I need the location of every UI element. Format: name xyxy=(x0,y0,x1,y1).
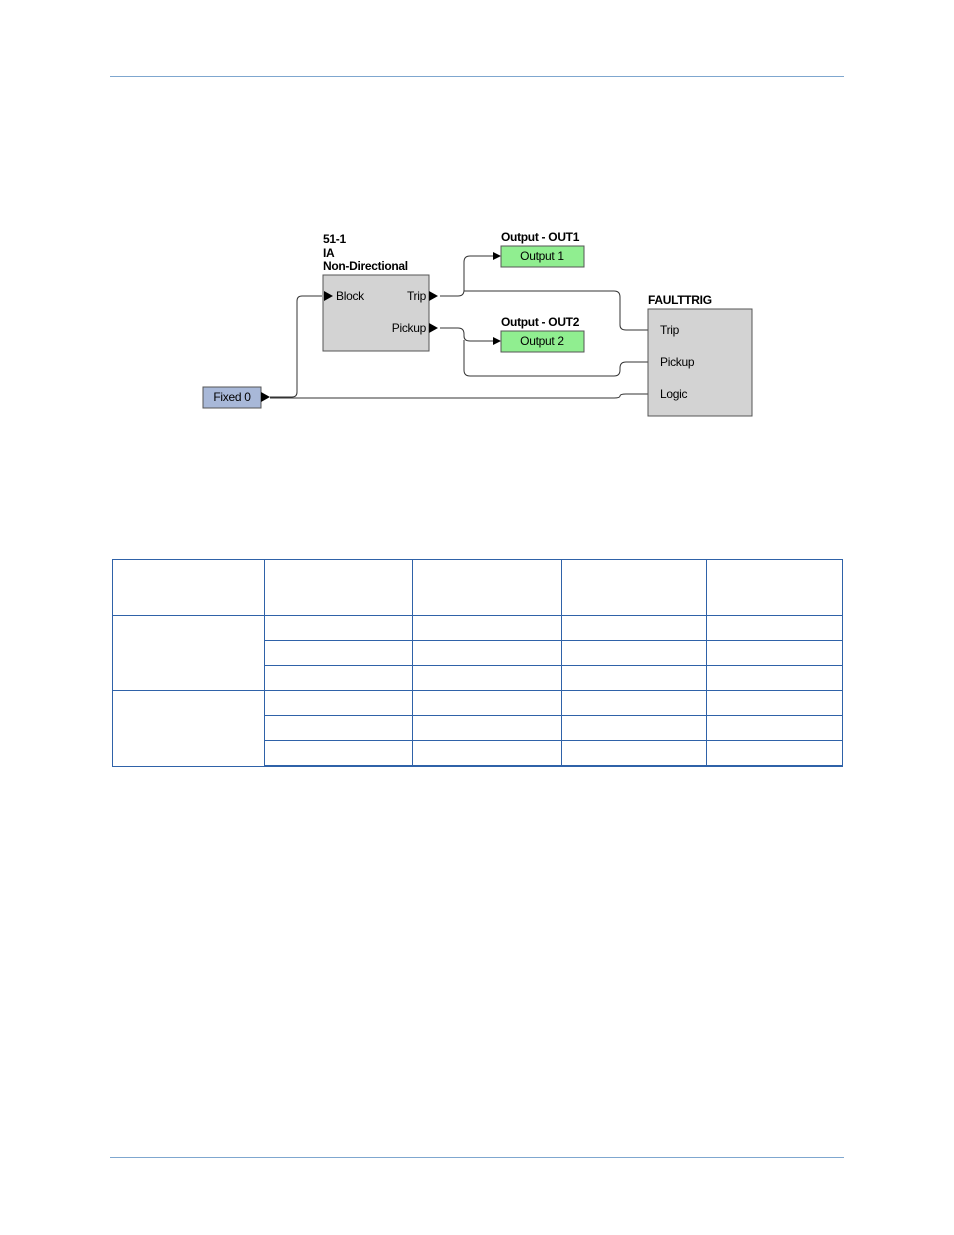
table-row xyxy=(113,715,843,741)
fixed-output-arrow-icon xyxy=(261,392,270,402)
block-51-title-line1: 51-1 xyxy=(323,232,346,246)
table-row xyxy=(113,665,843,691)
table-cell xyxy=(412,615,562,641)
header-rule xyxy=(110,76,844,77)
table-cell xyxy=(561,615,707,641)
table-cell xyxy=(264,715,413,741)
table-cell xyxy=(412,690,562,716)
table-cell xyxy=(706,665,843,691)
table-cell xyxy=(412,665,562,691)
faulttrig-input-logic: Logic xyxy=(660,387,687,401)
block-51-1[interactable]: 51-1 IA Non-Directional Block Trip Picku… xyxy=(322,232,438,352)
table-cell xyxy=(561,740,707,767)
table-cell xyxy=(706,740,843,767)
settings-table xyxy=(112,559,843,767)
output-out1-label: Output 1 xyxy=(520,249,564,263)
output-out2-title: Output - OUT2 xyxy=(501,315,580,329)
fixed-0-block[interactable]: Fixed 0 xyxy=(202,386,270,409)
wire-trip-to-out1 xyxy=(440,252,501,297)
output-out2-block[interactable]: Output - OUT2 Output 2 xyxy=(500,315,585,353)
table-row xyxy=(112,615,843,691)
block-51-title-line2: IA xyxy=(323,246,335,260)
wire-trip-to-faulttrig xyxy=(464,290,657,334)
table-cell xyxy=(706,690,843,716)
table-header-cell xyxy=(264,559,413,616)
table-row xyxy=(112,690,843,767)
faulttrig-input-trip: Trip xyxy=(660,323,680,337)
fixed-0-label: Fixed 0 xyxy=(213,390,251,404)
table-cell xyxy=(561,715,707,741)
block-51-output-trip: Trip xyxy=(407,289,427,303)
table-group-cell xyxy=(112,615,265,691)
table-group-cell xyxy=(112,690,265,767)
footer-rule xyxy=(110,1157,844,1158)
table-cell xyxy=(561,690,707,716)
table-cell xyxy=(412,740,562,767)
table-cell xyxy=(706,640,843,666)
wire-fixed-to-faulttrig-logic xyxy=(270,390,657,399)
faulttrig-input-pickup: Pickup xyxy=(660,355,695,369)
wire-pickup-to-out2 xyxy=(440,327,501,345)
table-cell xyxy=(264,690,413,716)
table-cell xyxy=(412,715,562,741)
trip-output-arrow-icon xyxy=(429,291,438,301)
table-cell xyxy=(264,665,413,691)
pickup-output-arrow-icon xyxy=(429,323,438,333)
wire-fixed-to-block xyxy=(270,295,322,398)
block-input-arrow-icon xyxy=(324,291,333,301)
table-header-row xyxy=(112,559,843,616)
table-cell xyxy=(264,740,413,767)
table-header-cell xyxy=(112,559,265,616)
logic-diagram: 51-1 IA Non-Directional Block Trip Picku… xyxy=(202,230,753,417)
faulttrig-title: FAULTTRIG xyxy=(648,293,712,307)
table-cell xyxy=(706,615,843,641)
table-cell xyxy=(264,615,413,641)
block-51-input-block: Block xyxy=(336,289,365,303)
table-cell xyxy=(561,640,707,666)
block-51-title-line3: Non-Directional xyxy=(323,259,408,273)
faulttrig-block[interactable]: FAULTTRIG Trip Pickup Logic xyxy=(647,293,753,417)
table-cell xyxy=(412,640,562,666)
table-header-cell xyxy=(706,559,843,616)
table-cell xyxy=(706,715,843,741)
block-51-output-pickup: Pickup xyxy=(392,321,427,335)
output-out2-label: Output 2 xyxy=(520,334,564,348)
table-header-cell xyxy=(561,559,707,616)
table-cell xyxy=(264,640,413,666)
output-out1-title: Output - OUT1 xyxy=(501,230,580,244)
table-cell xyxy=(561,665,707,691)
table-header-cell xyxy=(412,559,562,616)
table-row xyxy=(113,740,843,767)
output-out1-block[interactable]: Output - OUT1 Output 1 xyxy=(500,230,585,268)
wire-pickup-to-faulttrig xyxy=(463,340,657,377)
